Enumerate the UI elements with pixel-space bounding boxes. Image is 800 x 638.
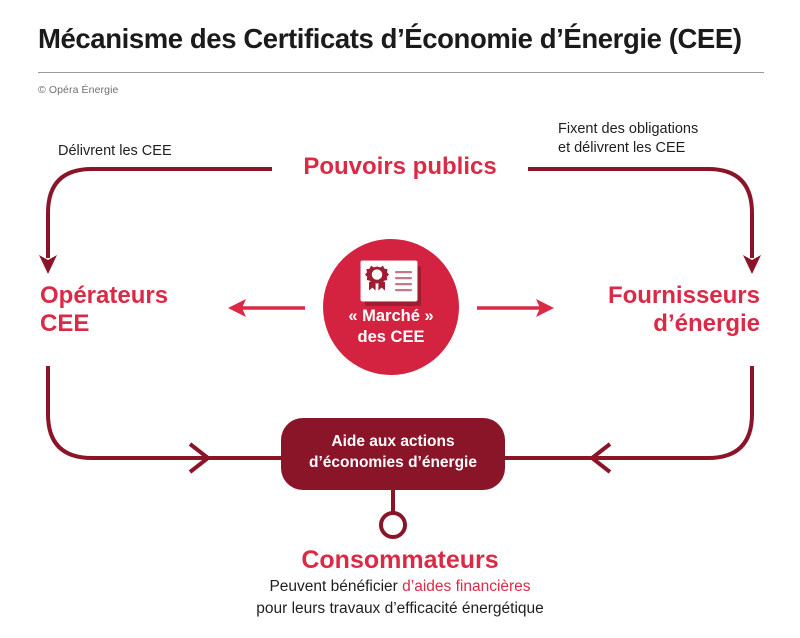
certificate-icon — [360, 260, 421, 306]
node-operateurs-line1: Opérateurs — [40, 282, 169, 309]
caption-line1: Peuvent bénéficier d’aides financières — [100, 576, 700, 598]
credit-line: © Opéra Énergie — [38, 84, 119, 96]
annotation-left-line1: Délivrent les CEE — [58, 143, 172, 159]
page-title: Mécanisme des Certificats d’Économie d’É… — [38, 23, 742, 54]
annotation-right-line2: et délivrent les CEE — [558, 139, 686, 156]
annotation-fixent-obligations: Fixent des obligations et délivrent les … — [558, 120, 698, 158]
arrowhead-hub-right — [536, 299, 554, 317]
aide-actions-box — [281, 418, 505, 490]
arrowhead-down-right — [743, 255, 761, 274]
annotation-right-line1: Fixent des obligations — [558, 121, 699, 137]
arrowhead-hub-left — [228, 299, 246, 317]
consommateurs-caption: Peuvent bénéficier d’aides financières p… — [100, 576, 700, 620]
aide-label-line2: d’économies d’énergie — [309, 453, 477, 471]
hub-label-line2: des CEE — [357, 328, 425, 347]
wire-operateurs-to-aide — [46, 366, 281, 460]
caption-line1-prefix: Peuvent bénéficier — [269, 578, 403, 595]
wire-pouvoirs-to-fournisseurs — [552, 167, 754, 258]
wire-pouvoirs-to-operateurs — [46, 167, 248, 258]
node-operateurs-cee: Opérateurs CEE — [40, 282, 250, 339]
wire-fournisseurs-to-aide — [505, 366, 754, 460]
aide-actions-label: Aide aux actions d’économies d’énergie — [281, 432, 505, 474]
hub-label: « Marché » des CEE — [323, 306, 459, 349]
hub-label-line1: « Marché » — [348, 307, 434, 325]
node-pouvoirs-publics: Pouvoirs publics — [303, 153, 497, 180]
consommateurs-node-ring — [379, 511, 407, 539]
aide-label-line1: Aide aux actions — [331, 433, 455, 450]
caption-line2: pour leurs travaux d’efficacité énergéti… — [256, 600, 544, 617]
caption-line1-accent: d’aides financières — [402, 578, 531, 595]
annotation-delivrent-les-cee: Délivrent les CEE — [58, 142, 172, 161]
node-fournisseurs-energie: Fournisseurs d’énergie — [540, 282, 760, 339]
node-consommateurs: Consommateurs — [301, 546, 499, 574]
title-divider — [38, 72, 764, 73]
node-operateurs-line2: CEE — [40, 310, 90, 338]
node-fournisseurs-line1: Fournisseurs — [607, 282, 760, 309]
node-fournisseurs-line2: d’énergie — [653, 310, 760, 338]
arrowhead-left-bottom-right — [588, 442, 612, 474]
arrowhead-right-bottom-left — [188, 442, 212, 474]
arrowhead-down-left — [39, 255, 57, 274]
